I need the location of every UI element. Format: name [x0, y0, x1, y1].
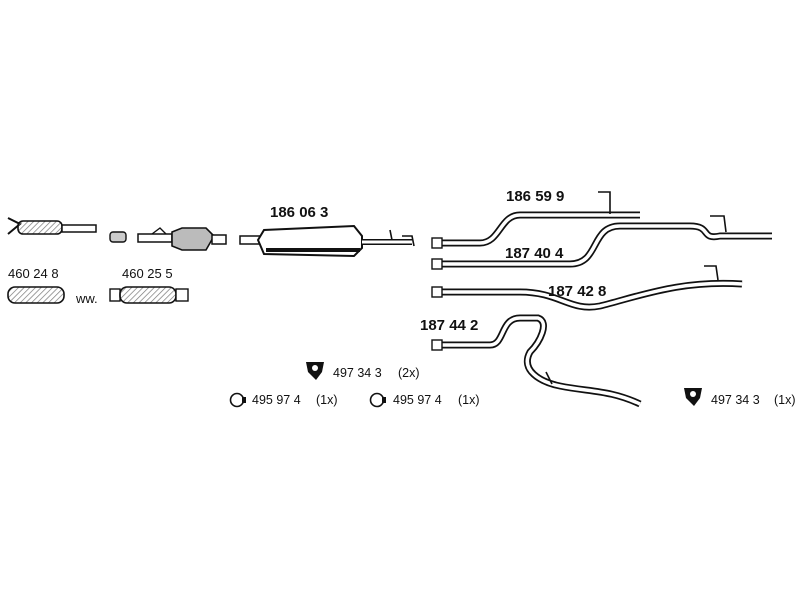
catalyst-part[interactable] — [137, 227, 227, 251]
middle-silencer-part[interactable] — [239, 224, 415, 258]
rubber-mount-center-number: 497 34 3 — [333, 366, 382, 380]
part-number-tail-upper: 186 59 9 — [506, 188, 565, 205]
rubber-mount-center-qty: (2x) — [398, 366, 420, 380]
clamp-left-number: 495 97 4 — [252, 393, 301, 407]
part-number-front-flex: 460 24 8 — [8, 266, 59, 281]
clamp-right-qty: (1x) — [458, 393, 480, 407]
tail-pipe-186599[interactable] — [431, 191, 640, 249]
tail-pipe-187404[interactable] — [431, 215, 772, 270]
connector-part[interactable] — [109, 231, 127, 243]
alternative-label: ww. — [76, 291, 98, 306]
rubber-mount-icon — [684, 388, 702, 406]
clamp-right-number: 495 97 4 — [393, 393, 442, 407]
part-number-middle-silencer: 186 06 3 — [270, 204, 329, 221]
part-number-catalyst-flex: 460 25 5 — [122, 266, 173, 281]
part-number-tail-mid: 187 40 4 — [505, 245, 564, 262]
clamp-icon — [369, 392, 386, 408]
front-pipe-part[interactable] — [7, 217, 97, 235]
rubber-mount-right-number: 497 34 3 — [711, 393, 760, 407]
clamp-left-qty: (1x) — [316, 393, 338, 407]
part-number-tail-bottom: 187 44 2 — [420, 317, 479, 334]
rubber-mount-icon — [306, 362, 324, 380]
flex-pipe-460248[interactable] — [7, 286, 65, 304]
clamp-icon — [229, 392, 246, 408]
tail-pipe-187428[interactable] — [431, 265, 743, 311]
part-number-tail-lower: 187 42 8 — [548, 283, 607, 300]
tail-pipe-187442[interactable] — [431, 314, 642, 408]
rubber-mount-right-qty: (1x) — [774, 394, 796, 407]
flex-pipe-460255[interactable] — [109, 286, 189, 304]
